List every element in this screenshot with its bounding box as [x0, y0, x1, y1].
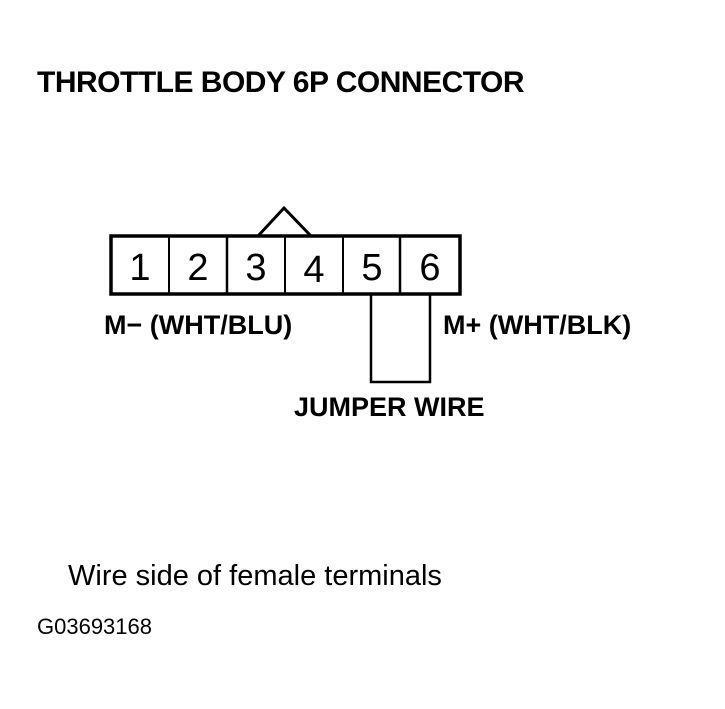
jumper-wire-label: JUMPER WIRE: [294, 392, 485, 422]
pin-5: 5: [361, 247, 382, 289]
figure-id: G03693168: [37, 614, 152, 639]
m-plus-label: M+ (WHT/BLK): [443, 310, 632, 340]
caption: Wire side of female terminals: [68, 560, 442, 592]
pin-6: 6: [419, 247, 440, 289]
m-minus-label: M− (WHT/BLU): [104, 310, 293, 340]
pin-4: 4: [303, 249, 324, 291]
connector-latch: [256, 205, 313, 238]
pin-3: 3: [245, 247, 266, 289]
jumper-wire: [369, 294, 432, 384]
diagram-title: THROTTLE BODY 6P CONNECTOR: [37, 66, 525, 99]
pin-2: 2: [187, 247, 208, 289]
pin-1: 1: [129, 247, 150, 289]
